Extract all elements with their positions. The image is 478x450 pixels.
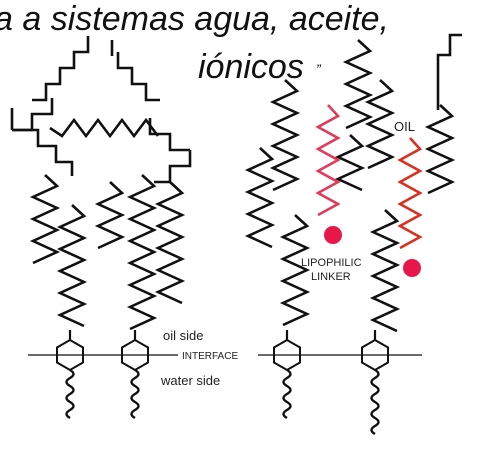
branch-stairs-right-upper <box>116 52 160 102</box>
lipophilic-label: LIPOPHILIC <box>301 257 362 269</box>
oil-chain <box>397 137 423 250</box>
lipophilic-linker-head <box>324 226 342 244</box>
hydrophilic-tail <box>65 368 75 420</box>
interface-line-group: INTERFACE <box>28 351 422 362</box>
alkyl-chain <box>424 104 456 195</box>
branch-stairs-left-upper <box>32 36 90 102</box>
branch-connector-left <box>12 128 74 176</box>
title-quote-mark: ” <box>316 61 322 77</box>
lipophilic-linker-chain <box>315 104 341 217</box>
alkyl-chain <box>244 147 276 249</box>
water-side-label: water side <box>160 373 220 388</box>
branch-stairs-left-lower <box>12 98 54 132</box>
title-group: a a sistemas agua, aceite, iónicos ” <box>0 0 389 86</box>
oil-side-label: oil side <box>163 328 203 343</box>
hydrophilic-tail <box>370 368 380 436</box>
alkyl-chain <box>269 79 301 192</box>
branch-right-edge <box>436 33 462 110</box>
interface-label: INTERFACE <box>182 351 238 362</box>
branch-stairs-right-lower <box>148 118 190 152</box>
branch-connector-right <box>154 150 192 184</box>
oil-molecule-head <box>403 259 421 277</box>
alkyl-chain <box>56 204 88 328</box>
alkyl-chain <box>364 79 396 170</box>
alkyl-chain <box>334 134 366 192</box>
alkyl-chain <box>29 174 61 265</box>
linker-label: LINKER <box>311 271 351 283</box>
alkyl-chain <box>279 214 311 327</box>
oil-label: OIL <box>394 119 415 134</box>
chains-layer <box>10 33 462 333</box>
alkyl-chain <box>369 209 401 333</box>
heads-layer <box>56 330 389 436</box>
alkyl-chain <box>154 181 186 305</box>
branch-horizontal-chain <box>49 117 160 139</box>
alkyl-chain <box>342 39 374 130</box>
alkyl-chain <box>94 181 126 250</box>
hydrophilic-tail <box>282 368 292 420</box>
hydrophilic-tail <box>130 368 140 420</box>
title-top-line: a a sistemas agua, aceite, <box>0 0 389 38</box>
title-bottom-line: iónicos <box>198 48 304 86</box>
alkyl-chain <box>126 174 158 331</box>
